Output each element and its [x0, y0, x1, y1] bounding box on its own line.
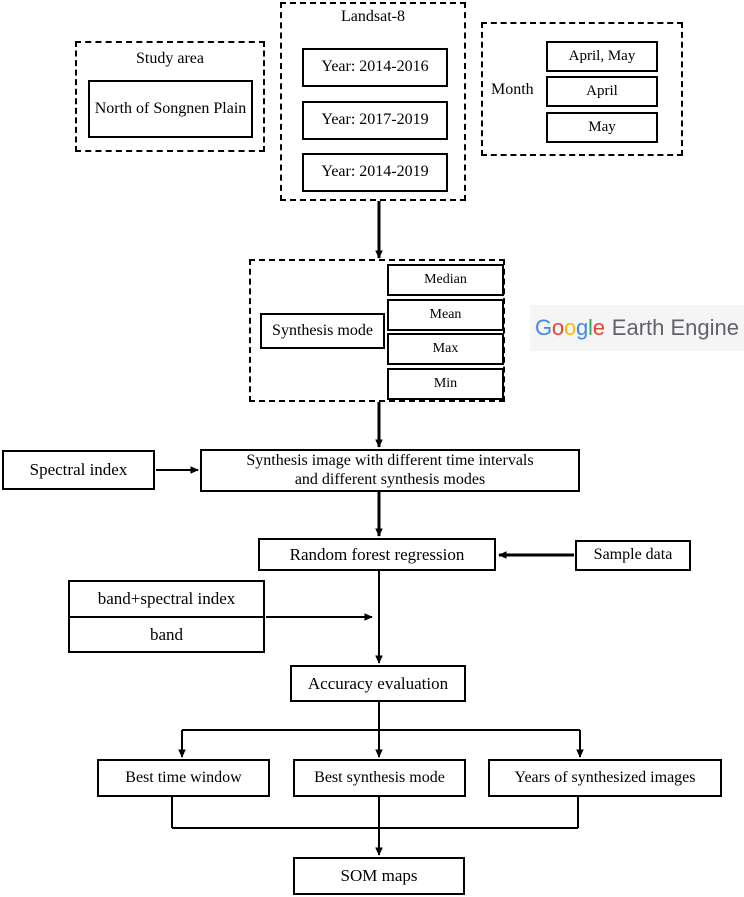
- google-letter-l: l: [588, 315, 593, 340]
- study-area-item-north-of-songnen-plain[interactable]: North of Songnen Plain: [88, 80, 253, 138]
- node-random-forest-regression[interactable]: Random forest regression: [258, 538, 496, 571]
- synthesis-mode-item-mean[interactable]: Mean: [387, 299, 504, 331]
- month-item-april[interactable]: April: [546, 76, 658, 107]
- landsat-group: [280, 2, 466, 201]
- node-spectral-index[interactable]: Spectral index: [2, 450, 155, 490]
- node-band[interactable]: band: [68, 616, 265, 653]
- month-group: [481, 22, 683, 156]
- google-letter-g: G: [534, 315, 552, 340]
- earth-engine-wordmark: Earth Engine: [611, 315, 739, 340]
- synthesis-mode-label[interactable]: Synthesis mode: [260, 313, 385, 349]
- synthesis-mode-item-median[interactable]: Median: [387, 264, 504, 296]
- synthesis-mode-item-max[interactable]: Max: [387, 333, 504, 365]
- synthesis-image-line-1: Synthesis image with different time inte…: [246, 452, 534, 470]
- node-sample-data[interactable]: Sample data: [575, 540, 691, 571]
- node-accuracy-evaluation[interactable]: Accuracy evaluation: [290, 665, 466, 702]
- month-item-april-may[interactable]: April, May: [546, 41, 658, 72]
- synthesis-mode-group: [249, 259, 505, 402]
- node-som-maps[interactable]: SOM maps: [293, 857, 465, 895]
- node-best-synthesis-mode[interactable]: Best synthesis mode: [293, 759, 466, 797]
- node-years-of-synthesized-images[interactable]: Years of synthesized images: [488, 759, 722, 797]
- google-wordmark: Google: [535, 315, 605, 341]
- google-letter-o2: o: [563, 315, 576, 340]
- landsat-item-year-2017-2019[interactable]: Year: 2017-2019: [302, 101, 448, 140]
- node-synthesis-image[interactable]: Synthesis image with different time inte…: [200, 449, 580, 492]
- synthesis-image-line-2: and different synthesis modes: [294, 470, 486, 488]
- synthesis-mode-item-min[interactable]: Min: [387, 368, 504, 400]
- study-area-group-title: Study area: [136, 50, 204, 67]
- google-letter-g2: g: [576, 315, 589, 340]
- landsat-item-year-2014-2016[interactable]: Year: 2014-2016: [302, 48, 448, 87]
- landsat-item-year-2014-2019[interactable]: Year: 2014-2019: [302, 153, 448, 192]
- node-best-time-window[interactable]: Best time window: [97, 759, 270, 797]
- month-group-title: Month: [491, 81, 534, 98]
- node-band-plus-spectral-index[interactable]: band+spectral index: [68, 580, 265, 618]
- month-item-may[interactable]: May: [546, 112, 658, 143]
- study-area-group: [75, 41, 265, 152]
- google-letter-o1: o: [551, 315, 564, 340]
- landsat-group-title: Landsat-8: [341, 8, 405, 25]
- google-letter-e: e: [592, 315, 605, 340]
